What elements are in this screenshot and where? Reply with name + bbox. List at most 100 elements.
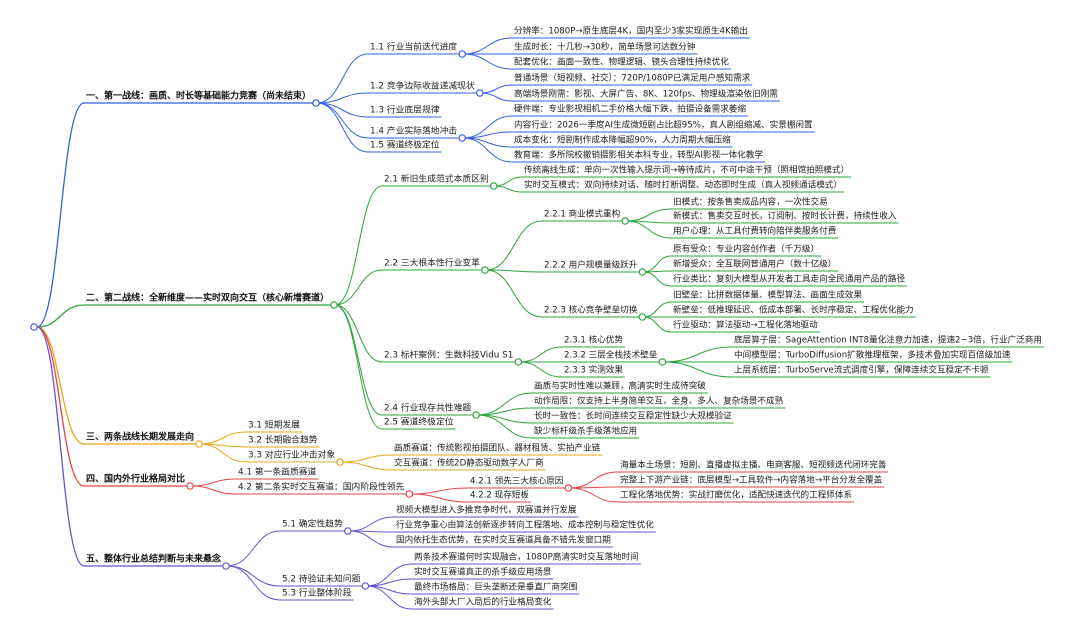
node-n2-2-1[interactable]: 2.2.1 商业模式重构 bbox=[544, 209, 621, 220]
collapse-toggle-icon[interactable] bbox=[312, 99, 320, 107]
collapse-toggle-icon[interactable] bbox=[475, 89, 484, 97]
collapse-toggle-icon[interactable] bbox=[458, 50, 466, 58]
node-n5-1[interactable]: 5.1 确定性趋势 bbox=[282, 519, 343, 530]
node-n2-4-c[interactable]: 长时一致性：长时间连续交互稳定性缺少大规模验证 bbox=[534, 411, 732, 422]
connector-n2-3-2-to-n2-3-2-a bbox=[663, 346, 733, 363]
node-n2-2-3-c[interactable]: 行业驱动：算法驱动→工程化落地驱动 bbox=[673, 320, 818, 331]
node-n2-2-1-a[interactable]: 旧模式：按条售卖成品内容，一次性交易 bbox=[673, 197, 828, 208]
node-n5-2-b[interactable]: 实时交互赛道真正的杀手级应用场景 bbox=[414, 567, 552, 578]
collapse-toggle-icon[interactable] bbox=[195, 440, 203, 448]
node-n1-2[interactable]: 1.2 竞争边际收益递减现状 bbox=[370, 81, 475, 92]
node-n5-1-c[interactable]: 国内依托生态优势，在实时交互赛道具备不错先发窗口期 bbox=[396, 535, 611, 546]
collapse-toggle-icon[interactable] bbox=[405, 490, 414, 498]
node-n4-2-1[interactable]: 4.2.1 领先三大核心原因 bbox=[470, 476, 564, 487]
node-n4-2-1-b[interactable]: 完整上下游产业链：底层模型→工具软件→内容落地→平台分发全覆盖 bbox=[620, 475, 883, 486]
node-n4-2-1-a[interactable]: 海量本土场景：短剧、直播虚拟主播、电商客服、短视频迭代闭环完善 bbox=[620, 460, 887, 471]
node-n2-2-3-a[interactable]: 旧壁垒：比拼数据体量、模型算法、画面生成效果 bbox=[673, 290, 863, 301]
node-n2-2-3-b[interactable]: 新壁垒：低推理延迟、低成本部署、长时序稳定、工程优化能力 bbox=[673, 305, 914, 316]
node-n4-2[interactable]: 4.2 第二条实时交互赛道：国内阶段性领先 bbox=[238, 482, 405, 493]
node-n1-2-b[interactable]: 高端场景刚需：影视、大屏广告、8K、120fps、物理级渲染依旧刚需 bbox=[514, 89, 778, 100]
node-n2-3-2-b[interactable]: 中间模型层：TurboDiffusion扩散推理框架，多技术叠加实现百倍级加速 bbox=[734, 350, 1011, 361]
node-b4[interactable]: 四、国内外行业格局对比 bbox=[86, 474, 186, 485]
node-n2-3-1[interactable]: 2.3.1 核心优势 bbox=[564, 335, 623, 346]
connector-n4-2-to-n4-2-2 bbox=[410, 493, 469, 503]
node-n3-2[interactable]: 3.2 长期融合趋势 bbox=[248, 435, 318, 446]
node-n1-4-c[interactable]: 成本变化：短剧制作成本降幅超90%，人力周期大幅压缩 bbox=[514, 135, 731, 146]
collapse-toggle-icon[interactable] bbox=[222, 562, 230, 570]
node-n3-1[interactable]: 3.1 短期发展 bbox=[248, 420, 300, 431]
node-b1[interactable]: 一、第一战线：画质、时长等基础能力竞赛（尚未结束） bbox=[86, 91, 312, 102]
node-n4-1[interactable]: 4.1 第一条画质赛道 bbox=[238, 467, 317, 478]
node-n4-2-1-c[interactable]: 工程化落地优势：实战打磨优化，适配快速迭代的工程师体系 bbox=[620, 490, 853, 501]
node-n2-2[interactable]: 2.2 三大根本性行业变革 bbox=[384, 258, 480, 269]
node-n3-3-a[interactable]: 画质赛道：传统影视拍摄团队、器材租赁、实拍产业链 bbox=[394, 443, 601, 454]
collapse-toggle-icon[interactable] bbox=[489, 182, 498, 190]
node-n2-5[interactable]: 2.5 赛道终极定位 bbox=[384, 417, 454, 428]
collapse-toggle-icon[interactable] bbox=[472, 411, 480, 419]
connector-n2-2-to-n2-2-2 bbox=[485, 269, 543, 273]
connector-b3-to-n3-1 bbox=[200, 431, 247, 445]
node-n2-1[interactable]: 2.1 新旧生成范式本质区别 bbox=[384, 174, 489, 185]
node-n2-2-1-c[interactable]: 用户心理：从工具付费转向陪伴类服务付费 bbox=[673, 226, 837, 237]
collapse-toggle-icon[interactable] bbox=[638, 313, 647, 321]
node-n4-2-2[interactable]: 4.2.2 现存短板 bbox=[470, 490, 529, 501]
node-n2-2-3[interactable]: 2.2.3 核心竞争壁垒切换 bbox=[544, 305, 638, 316]
connector-n4-2-1-to-n4-2-1-c bbox=[569, 487, 619, 503]
collapse-toggle-icon[interactable] bbox=[330, 301, 338, 309]
node-n1-4-a[interactable]: 硬件端：专业影视相机二手价格大幅下跌，拍摄设备需求萎缩 bbox=[514, 104, 747, 115]
node-n5-1-a[interactable]: 视频大模型进入多推竞争时代，双赛道并行发展 bbox=[396, 505, 577, 516]
node-n1-4[interactable]: 1.4 产业实际落地冲击 bbox=[370, 126, 458, 137]
node-n5-3[interactable]: 5.3 行业整体阶段 bbox=[282, 588, 352, 599]
node-n1-2-a[interactable]: 普通场景（短视频、社交）：720P/1080P已满足用户感知需求 bbox=[514, 73, 751, 84]
node-n1-1-c[interactable]: 配套优化：画面一致性、物理逻辑、镜头合理性持续优化 bbox=[514, 57, 729, 68]
root-node-icon[interactable] bbox=[30, 323, 38, 331]
node-n1-4-b[interactable]: 内容行业：2026一季度AI生成微短剧占比超95%，真人剧组缩减、实景棚闲置 bbox=[514, 120, 813, 131]
node-n1-5[interactable]: 1.5 赛道终极定位 bbox=[370, 140, 440, 151]
node-n3-3[interactable]: 3.3 对应行业冲击对象 bbox=[248, 450, 336, 461]
node-n1-3[interactable]: 1.3 行业底层规律 bbox=[370, 105, 440, 116]
collapse-toggle-icon[interactable] bbox=[658, 358, 667, 366]
collapse-toggle-icon[interactable] bbox=[481, 266, 489, 274]
node-n1-1-a[interactable]: 分辨率：1080P→原生底层4K，国内至少3家实现原生4K输出 bbox=[514, 26, 748, 37]
collapse-toggle-icon[interactable] bbox=[514, 358, 523, 366]
node-n1-1-b[interactable]: 生成时长：十几秒→30秒，简单场景可达数分钟 bbox=[514, 42, 696, 53]
node-n2-3-2[interactable]: 2.3.2 三层全栈技术壁垒 bbox=[564, 350, 658, 361]
collapse-toggle-icon[interactable] bbox=[361, 582, 370, 590]
collapse-toggle-icon[interactable] bbox=[336, 458, 344, 466]
collapse-toggle-icon[interactable] bbox=[186, 482, 194, 490]
connector-n2-2-3-to-n2-2-3-a bbox=[643, 301, 672, 318]
node-n5-2-a[interactable]: 两条技术赛道何时实现融合，1080P高清实时交互落地时间 bbox=[414, 552, 639, 563]
node-b3[interactable]: 三、两条战线长期发展走向 bbox=[86, 432, 195, 443]
node-n2-2-2-b[interactable]: 新增受众：全互联网普通用户（数十亿级） bbox=[673, 259, 837, 270]
node-n2-2-2-c[interactable]: 行业类比：复刻大模型从开发者工具走向全民通用产品的路径 bbox=[673, 274, 906, 285]
node-n2-1-a[interactable]: 传统离线生成：单向一次性输入提示词→等待成片，不可中途干预（照相馆拍照模式） bbox=[524, 165, 850, 176]
node-n3-3-b[interactable]: 交互赛道：传统2D静态驱动数字人厂商 bbox=[394, 458, 544, 469]
node-n2-2-2[interactable]: 2.2.2 用户规模量级跃升 bbox=[544, 260, 638, 271]
collapse-toggle-icon[interactable] bbox=[343, 527, 352, 535]
node-n5-2-c[interactable]: 最终市场格局：巨头垄断还是垂直厂商突围 bbox=[414, 582, 578, 593]
node-b2[interactable]: 二、第二战线：全新维度——实时双向交互（核心新增赛道） bbox=[86, 293, 330, 304]
node-n2-3-2-c[interactable]: 上层系统层：TurboServe流式调度引擎，保障连续交互稳定不卡顿 bbox=[734, 365, 989, 376]
connector-n4-2-1-to-n4-2-1-a bbox=[569, 471, 619, 489]
node-n2-4-b[interactable]: 动作局限：仅支持上半身简单交互，全身、多人、复杂场景不成熟 bbox=[534, 396, 784, 407]
node-n2-4-a[interactable]: 画质与实时性难以兼顾，高清实时生成待突破 bbox=[534, 381, 706, 392]
collapse-toggle-icon[interactable] bbox=[621, 217, 629, 225]
node-n2-4[interactable]: 2.4 行业现存共性难题 bbox=[384, 403, 472, 414]
node-n2-1-b[interactable]: 实时交互模式：双向持续对话、随时打断调整、动态即时生成（真人视频通话模式） bbox=[524, 180, 842, 191]
node-n5-2[interactable]: 5.2 待验证未知问题 bbox=[282, 574, 361, 585]
node-n1-4-d[interactable]: 教育端：多所院校撤销摄影相关本科专业，转型AI影视一体化教学 bbox=[514, 150, 764, 161]
node-n2-2-2-a[interactable]: 原有受众：专业内容创作者（千万级） bbox=[673, 244, 820, 255]
node-n2-2-1-b[interactable]: 新模式：售卖交互时长，订阅制、按时长计费，持续性收入 bbox=[673, 211, 897, 222]
node-b5[interactable]: 五、整体行业总结判断与未来悬念 bbox=[86, 554, 222, 565]
node-n5-2-d[interactable]: 海外头部大厂入局后的行业格局变化 bbox=[414, 597, 552, 608]
collapse-toggle-icon[interactable] bbox=[638, 268, 647, 276]
node-n2-3-2-a[interactable]: 底层算子层：SageAttention INT8量化注意力加速，提速2~3倍，行… bbox=[734, 335, 1042, 346]
collapse-toggle-icon[interactable] bbox=[564, 484, 573, 492]
node-n1-1[interactable]: 1.1 行业当前迭代进度 bbox=[370, 42, 458, 53]
node-n2-4-d[interactable]: 缺少标杆级杀手级落地应用 bbox=[534, 426, 638, 437]
collapse-toggle-icon[interactable] bbox=[458, 134, 466, 142]
node-n2-3[interactable]: 2.3 标杆案例：生数科技Vidu S1 bbox=[384, 350, 514, 361]
node-n2-3-3[interactable]: 2.3.3 实测效果 bbox=[564, 365, 623, 376]
node-n5-1-b[interactable]: 行业竞争重心由算法创新逐步转向工程落地、成本控制与稳定性优化 bbox=[396, 520, 654, 531]
